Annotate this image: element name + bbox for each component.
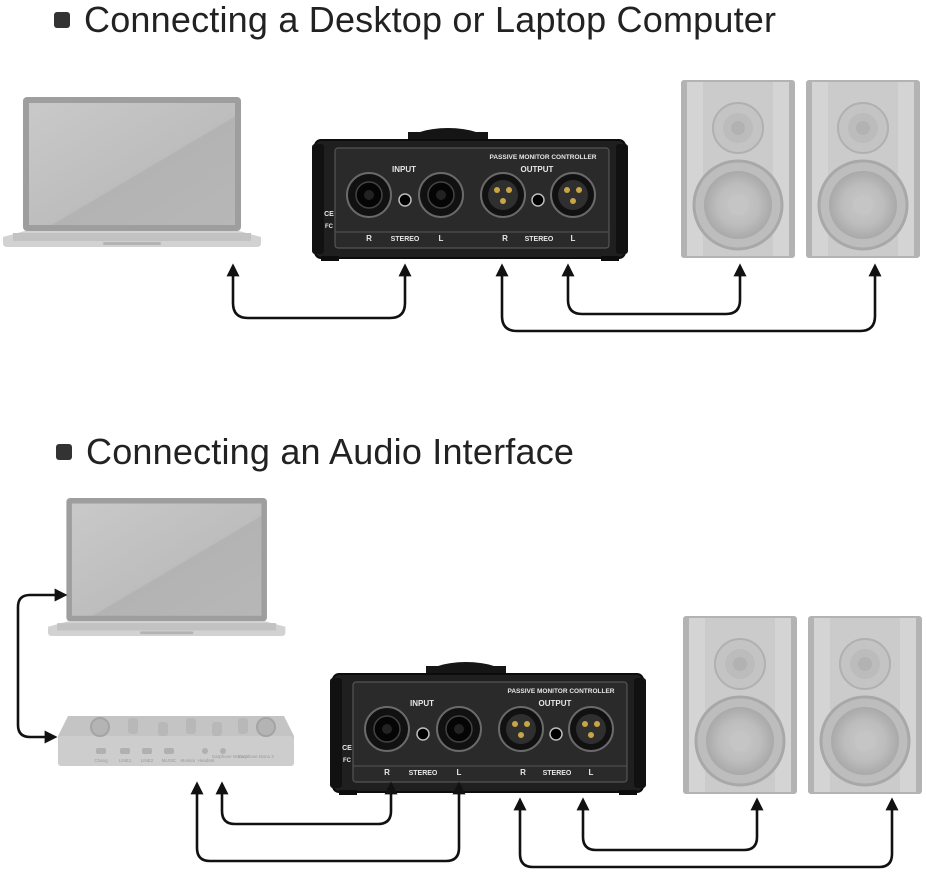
controller-icon: PASSIVE MONITOR CONTROLLER INPUT OUTPUT … [311, 127, 629, 262]
jack-label: L [571, 234, 576, 243]
speaker-icon [681, 614, 799, 796]
interface-label: LINE2 [141, 758, 154, 763]
arrow-icon [513, 797, 899, 869]
laptop-icon [3, 97, 261, 247]
arrow-icon [190, 781, 466, 863]
jack-label: STEREO [525, 236, 554, 243]
section-heading-interface: Connecting an Audio Interface [56, 430, 574, 474]
bullet-icon [54, 12, 70, 28]
interface-label: Earphone Mono 1 [212, 754, 248, 759]
ce-mark: CE [342, 745, 352, 752]
ce-mark: CE [324, 211, 334, 218]
jack-label: STEREO [543, 770, 572, 777]
interface-label: MUSIC [162, 758, 177, 763]
speaker-icon [804, 78, 922, 260]
jack-label: STEREO [391, 236, 420, 243]
jack-label: STEREO [409, 770, 438, 777]
arrow-icon [226, 263, 412, 320]
interface-label: Earphone Mono 2 [238, 754, 274, 759]
speaker-icon [679, 78, 797, 260]
interface-label: Headset [198, 758, 216, 763]
input-label: INPUT [410, 699, 434, 708]
fc-mark: FC [343, 758, 352, 764]
output-label: OUTPUT [521, 165, 554, 174]
section-heading-computer: Connecting a Desktop or Laptop Computer [54, 0, 776, 40]
speaker-icon [806, 614, 924, 796]
jack-label: R [384, 768, 390, 777]
connection-arrows [226, 263, 882, 333]
arrow-icon [495, 263, 882, 333]
output-label: OUTPUT [539, 699, 572, 708]
input-label: INPUT [392, 165, 416, 174]
audio-interface-icon: Chang LINE1 LINE2 MUSIC Monitor Headset … [58, 716, 294, 766]
arrow-icon [215, 781, 398, 826]
section-title: Connecting an Audio Interface [86, 431, 575, 472]
jack-label: L [589, 768, 594, 777]
interface-label: LINE1 [119, 758, 132, 763]
controller-brand: PASSIVE MONITOR CONTROLLER [489, 154, 596, 161]
section-title: Connecting a Desktop or Laptop Computer [84, 0, 777, 40]
arrow-icon [561, 263, 747, 316]
arrow-icon [576, 797, 764, 852]
jack-label: R [502, 234, 508, 243]
arrow-icon [16, 588, 68, 744]
jack-label: L [439, 234, 444, 243]
jack-label: R [366, 234, 372, 243]
jack-label: L [457, 768, 462, 777]
bullet-icon [56, 444, 72, 460]
connection-arrows [16, 588, 899, 869]
jack-label: R [520, 768, 526, 777]
interface-label: Chang [94, 758, 108, 763]
fc-mark: FC [325, 224, 334, 230]
controller-brand: PASSIVE MONITOR CONTROLLER [507, 688, 614, 695]
controller-icon: PASSIVE MONITOR CONTROLLER INPUT OUTPUT … [329, 661, 647, 796]
laptop-icon [48, 498, 286, 636]
interface-label: Monitor [180, 758, 196, 763]
